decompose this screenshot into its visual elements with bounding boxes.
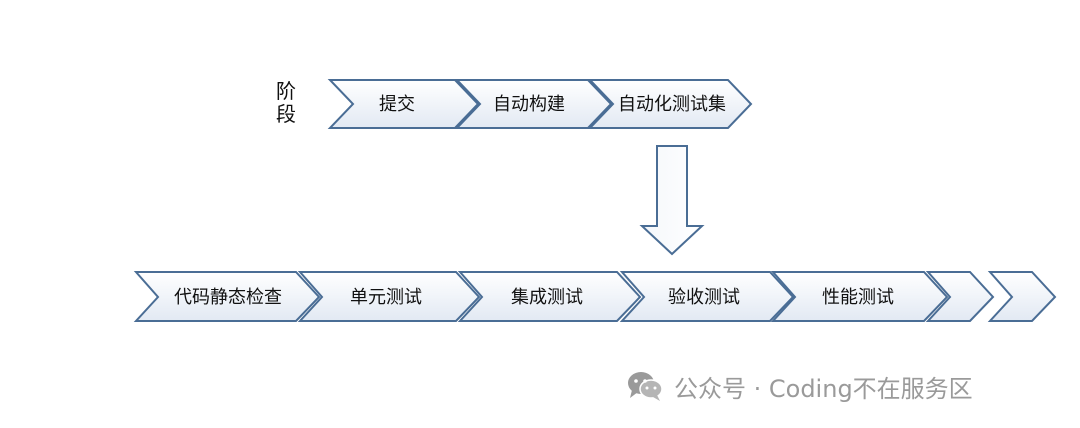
- chevron-performance-test-label: 性能测试: [822, 287, 894, 308]
- chevron-auto-build-label: 自动构建: [493, 94, 565, 115]
- stage-label-char-2: 段: [276, 102, 296, 126]
- down-arrow: [639, 145, 705, 256]
- chevron-performance-test: [770, 271, 949, 322]
- wechat-icon: [628, 372, 663, 401]
- top-flow: 提交 自动构建 自动化测试集: [327, 79, 753, 129]
- chevron-static-check-label: 代码静态检查: [174, 287, 282, 308]
- chevron-auto-test-suite: [587, 79, 753, 129]
- chevron-acceptance-test: [619, 271, 795, 322]
- bottom-flow: 代码静态检查 单元测试 集成测试 验收测试 性能测试: [133, 271, 1057, 322]
- chevron-empty-1: [925, 271, 995, 322]
- stage-label-char-1: 阶: [276, 79, 296, 103]
- chevron-submit-label: 提交: [379, 94, 415, 115]
- chevron-unit-test: [297, 271, 481, 322]
- chevron-empty-2: [987, 271, 1057, 322]
- chevron-integration-test-label: 集成测试: [511, 287, 583, 308]
- chevron-submit: [327, 79, 480, 129]
- chevron-integration-test: [457, 271, 642, 322]
- watermark-text: 公众号 · Coding不在服务区: [674, 374, 973, 403]
- chevron-static-check: [133, 271, 321, 322]
- chevron-unit-test-label: 单元测试: [350, 287, 422, 308]
- watermark: 公众号 · Coding不在服务区: [626, 368, 973, 404]
- chevron-auto-build: [454, 79, 613, 129]
- chevron-acceptance-test-label: 验收测试: [668, 287, 740, 308]
- chevron-auto-test-suite-label: 自动化测试集: [618, 94, 726, 115]
